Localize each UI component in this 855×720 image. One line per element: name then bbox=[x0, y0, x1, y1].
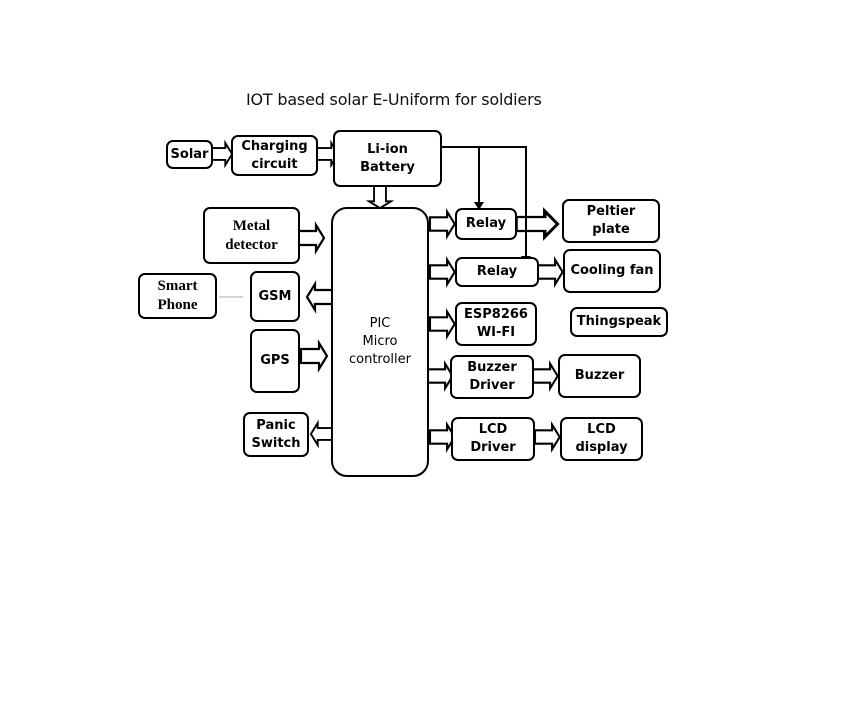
battery-relay-lines bbox=[441, 146, 527, 258]
arrow-pic-panic bbox=[309, 422, 334, 446]
arrow-pic-buzzerdriver bbox=[426, 362, 454, 390]
block-charging-circuit: Charging circuit bbox=[231, 135, 318, 176]
block-li-ion-battery: Li-ion Battery bbox=[333, 130, 442, 187]
block-solar: Solar bbox=[166, 140, 213, 169]
block-gps: GPS bbox=[250, 329, 300, 393]
block-lcd-display: LCD display bbox=[560, 417, 643, 461]
block-esp8266-wifi: ESP8266 WI-FI bbox=[455, 302, 537, 346]
arrow-buzzerdriver-buzzer bbox=[531, 362, 559, 390]
arrow-metal-pic bbox=[296, 223, 326, 253]
block-buzzer-driver: Buzzer Driver bbox=[450, 355, 534, 399]
block-buzzer: Buzzer bbox=[558, 354, 641, 398]
block-pic-microcontroller: PIC Micro controller bbox=[331, 207, 429, 477]
arrow-pic-gsm bbox=[305, 282, 335, 312]
block-thingspeak: Thingspeak bbox=[570, 307, 668, 337]
arrow-battery-pic bbox=[368, 185, 392, 210]
arrow-solar-charging bbox=[209, 142, 234, 166]
block-lcd-driver: LCD Driver bbox=[451, 417, 535, 461]
block-panic-switch: Panic Switch bbox=[243, 412, 309, 457]
block-cooling-fan: Cooling fan bbox=[563, 249, 661, 293]
arrow-pic-relay1 bbox=[428, 210, 456, 238]
arrow-pic-esp bbox=[428, 310, 456, 338]
arrow-relay2-fan bbox=[536, 258, 564, 286]
block-metal-detector: Metal detector bbox=[203, 207, 300, 264]
block-relay-peltier: Relay bbox=[455, 208, 517, 240]
block-smart-phone: Smart Phone bbox=[138, 273, 217, 319]
arrow-lcddriver-lcd bbox=[533, 423, 561, 451]
block-relay-fan: Relay bbox=[455, 257, 539, 287]
arrow-relay1-peltier bbox=[514, 209, 560, 239]
arrow-gps-pic bbox=[299, 341, 329, 371]
diagram-title: IOT based solar E-Uniform for soldiers bbox=[246, 90, 542, 109]
block-gsm: GSM bbox=[250, 271, 300, 322]
arrowhead-relay1 bbox=[474, 202, 484, 210]
block-peltier-plate: Peltier plate bbox=[562, 199, 660, 243]
arrow-pic-relay2 bbox=[428, 258, 456, 286]
